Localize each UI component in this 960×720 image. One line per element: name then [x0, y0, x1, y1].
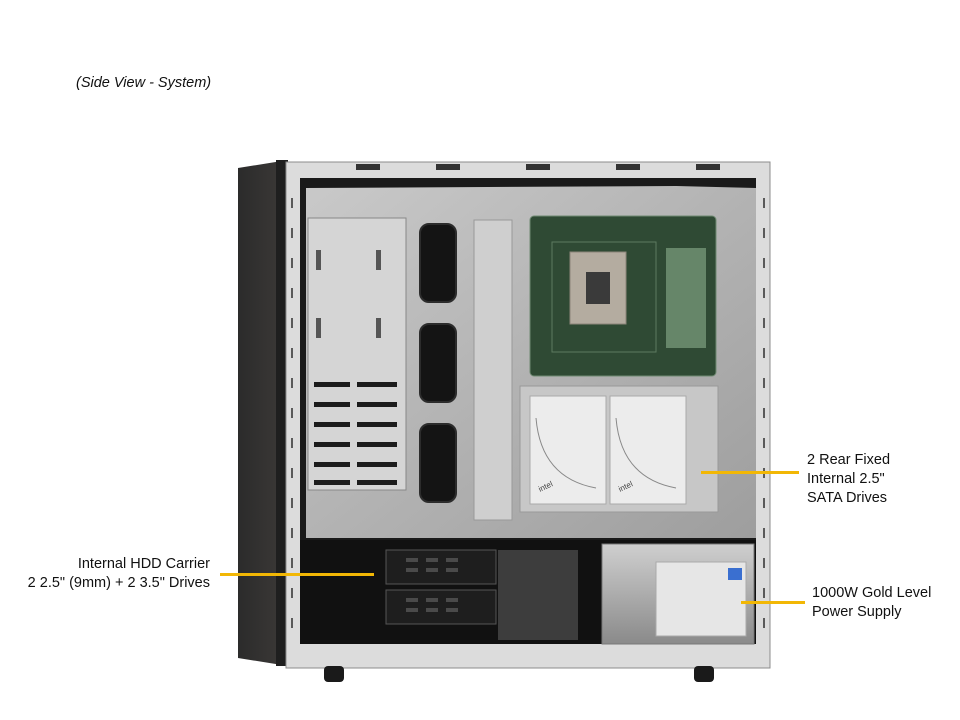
chassis-image: intel intel: [236, 158, 772, 684]
label-line: Internal 2.5": [807, 471, 885, 487]
label-hdd-carrier: Internal HDD Carrier 2 2.5" (9mm) + 2 3.…: [28, 555, 210, 593]
motherboard: [529, 215, 717, 377]
label-line: 2 Rear Fixed: [807, 452, 891, 468]
label-power-supply: 1000W Gold Level Power Supply: [812, 584, 931, 622]
power-supply: [601, 543, 755, 645]
front-bezel: [238, 160, 288, 666]
label-line: SATA Drives: [807, 490, 888, 506]
view-caption: (Side View - System): [76, 75, 212, 91]
hdd-carrier: [385, 549, 578, 640]
label-line: 2 2.5" (9mm) + 2 3.5" Drives: [27, 575, 210, 591]
callout-line-psu: [741, 601, 805, 604]
callout-line-rear-sata: [701, 471, 799, 474]
label-rear-sata-drives: 2 Rear Fixed Internal 2.5" SATA Drives: [807, 451, 890, 508]
ssd-pair: intel intel: [519, 385, 719, 513]
label-line: Internal HDD Carrier: [77, 556, 210, 572]
label-line: Power Supply: [812, 604, 902, 620]
callout-line-hdd-carrier: [220, 573, 374, 576]
label-line: 1000W Gold Level: [812, 585, 932, 601]
